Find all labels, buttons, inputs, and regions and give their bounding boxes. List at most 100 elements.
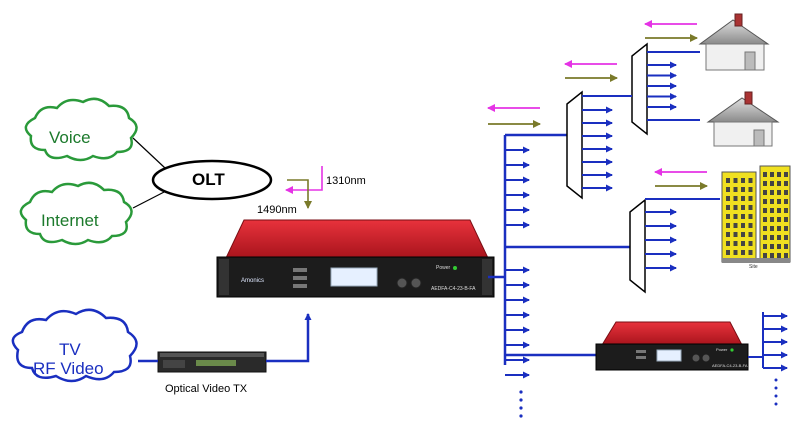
house-2-icon <box>706 91 780 147</box>
building-window <box>770 244 774 249</box>
building-window <box>748 232 753 237</box>
building-window <box>777 181 781 186</box>
wavelength-1310-label: 1310nm <box>326 175 366 187</box>
building-window <box>748 241 753 246</box>
building-window <box>777 217 781 222</box>
olt-node <box>151 159 273 201</box>
building-window <box>784 235 788 240</box>
upstream-1310-arrow <box>285 166 323 194</box>
building-window <box>784 208 788 213</box>
splitter-c <box>629 198 646 294</box>
building-window <box>748 178 753 183</box>
building-window <box>777 199 781 204</box>
building-window <box>748 187 753 192</box>
building-window <box>733 241 738 246</box>
building-window <box>770 208 774 213</box>
building-window <box>777 253 781 258</box>
building-window <box>733 178 738 183</box>
building-window <box>733 250 738 255</box>
building-window <box>726 250 730 255</box>
trunk-continuation-dots <box>519 390 523 418</box>
building-window <box>741 178 745 183</box>
building-window <box>777 190 781 195</box>
edfa-small-model: AEDFA-C4-23-B-FA <box>712 363 748 368</box>
building-window <box>763 190 767 195</box>
building-sign-label: Site <box>749 264 758 270</box>
edfa-main-model: AEDFA-C4-23-B-FA <box>431 286 476 292</box>
building-window <box>770 253 774 258</box>
building-window <box>784 172 788 177</box>
building-window <box>726 187 730 192</box>
edfa-small-power-label: Power <box>716 347 728 352</box>
optical-video-tx-device <box>157 351 267 373</box>
building-window <box>777 226 781 231</box>
building-window <box>763 217 767 222</box>
building-window <box>784 190 788 195</box>
building-window <box>748 250 753 255</box>
building-window <box>777 244 781 249</box>
building-window <box>726 214 730 219</box>
building-window <box>763 181 767 186</box>
building-window <box>733 232 738 237</box>
building-window <box>770 172 774 177</box>
building-window <box>741 214 745 219</box>
olt-label: OLT <box>192 170 225 189</box>
building-window <box>733 196 738 201</box>
building-window <box>733 205 738 210</box>
building-window <box>763 235 767 240</box>
building-window <box>741 250 745 255</box>
wavelength-arrows <box>487 20 708 190</box>
building-window <box>763 199 767 204</box>
splitter-outputs <box>582 61 677 272</box>
building-window <box>784 199 788 204</box>
building-window <box>777 208 781 213</box>
building-window <box>770 199 774 204</box>
edfa-small-device <box>595 321 749 371</box>
voice-olt-link <box>132 137 166 169</box>
downstream-1490-arrow <box>287 179 312 209</box>
building-window <box>748 214 753 219</box>
building-window <box>770 226 774 231</box>
edfa-small-taps <box>763 312 788 372</box>
house-1-icon <box>698 13 770 71</box>
building-window <box>741 241 745 246</box>
building-window <box>763 253 767 258</box>
voice-cloud <box>24 97 138 162</box>
building-window <box>726 241 730 246</box>
building-window <box>784 226 788 231</box>
splitter-b <box>631 42 648 136</box>
building-window <box>763 172 767 177</box>
internet-cloud <box>19 181 133 246</box>
building-window <box>784 244 788 249</box>
building-window <box>763 226 767 231</box>
tv-cloud <box>11 308 138 383</box>
building-window <box>726 223 730 228</box>
building-window <box>763 244 767 249</box>
edfa-main-brand: Amonics <box>241 278 265 284</box>
building-window <box>763 208 767 213</box>
building-window <box>741 223 745 228</box>
building-window <box>733 214 738 219</box>
building-window <box>726 232 730 237</box>
edfa-main-device <box>216 219 495 298</box>
trunk-taps <box>505 146 530 379</box>
building-window <box>770 235 774 240</box>
building-window <box>770 217 774 222</box>
building-window <box>726 178 730 183</box>
edfa-main-power-label: Power <box>436 265 451 271</box>
tx-edfa-link <box>266 313 312 363</box>
building-window <box>741 187 745 192</box>
tv-cloud-label-line2: RF Video <box>33 359 104 378</box>
building-window <box>741 205 745 210</box>
building-window <box>770 181 774 186</box>
building-window <box>741 196 745 201</box>
optical-video-tx-label: Optical Video TX <box>165 383 248 395</box>
apartment-building-icon <box>721 165 791 263</box>
building-window <box>770 190 774 195</box>
edfa-small-continuation-dots <box>774 378 778 406</box>
internet-cloud-label: Internet <box>41 211 99 230</box>
building-window <box>748 205 753 210</box>
building-window <box>784 217 788 222</box>
